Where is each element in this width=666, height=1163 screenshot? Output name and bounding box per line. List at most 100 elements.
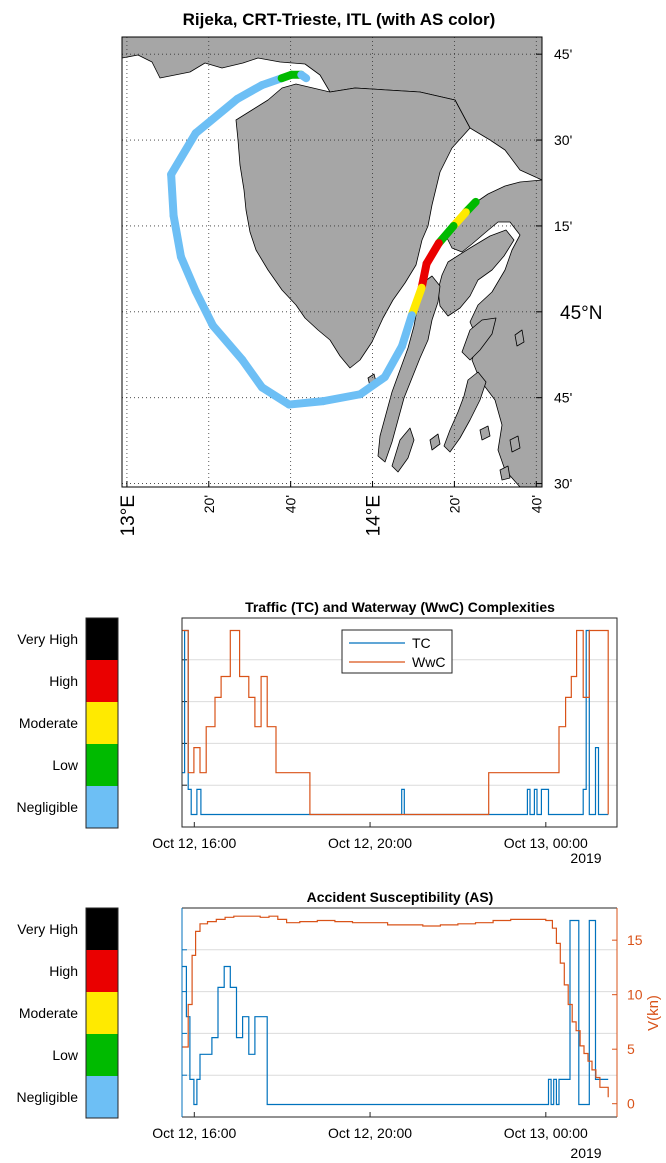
levelbar-bottom-label-3: High <box>49 963 78 979</box>
levelbar-top-swatch-0 <box>86 786 118 828</box>
route-segment <box>285 397 328 409</box>
route-segment <box>398 311 416 351</box>
route-segment <box>380 342 406 382</box>
levelbar-bottom-swatch-4 <box>86 908 118 950</box>
levelbar-top-swatch-1 <box>86 744 118 786</box>
as-rtick-label-1: 5 <box>627 1041 635 1057</box>
route-segment <box>191 287 217 330</box>
complexity-axes-box <box>181 617 618 828</box>
route-segment <box>297 70 311 83</box>
levelbar-bottom-label-0: Negligible <box>17 1089 79 1105</box>
land-losinj <box>391 427 415 473</box>
levelbar-top-swatch-3 <box>86 660 118 702</box>
levelbar-top-frame <box>85 617 119 829</box>
as-rtick-label-2: 10 <box>627 987 643 1003</box>
route-segment <box>238 355 266 392</box>
land-islet-1 <box>429 433 441 451</box>
land-islet-3 <box>509 435 521 453</box>
levelbar-bottom-swatch-0 <box>86 1076 118 1118</box>
as-series-0 <box>182 919 609 1106</box>
as-rtick-label-3: 15 <box>627 932 643 948</box>
map-tick-label-lat-2: 15' <box>554 218 572 234</box>
route-segment <box>169 211 185 261</box>
levelbar-top-label-4: Very High <box>17 631 78 647</box>
levelbar-bottom-swatch-3 <box>86 950 118 992</box>
complexity-xtick-label-1: Oct 12, 20:00 <box>328 835 412 851</box>
map-frame <box>121 36 543 488</box>
complexity-series-0 <box>182 629 609 816</box>
route-segment <box>176 252 200 296</box>
as-series-1 <box>182 915 609 1098</box>
map-tick-label-lon-3: 14°E <box>364 495 385 536</box>
route-segment <box>319 390 365 406</box>
complexity-chart-title: Traffic (TC) and Waterway (WwC) Complexi… <box>245 599 555 615</box>
as-chart-title: Accident Susceptibility (AS) <box>307 889 494 905</box>
levelbar-top-swatch-2 <box>86 702 118 744</box>
levelbar-top-label-2: Moderate <box>19 715 78 731</box>
as-xtick-label-1: Oct 12, 20:00 <box>328 1125 412 1141</box>
levelbar-bottom-frame <box>85 907 119 1119</box>
map-title: Rijeka, CRT-Trieste, ITL (with AS color) <box>183 10 496 29</box>
levelbar-top-label-1: Low <box>52 757 79 773</box>
complexity-gridlines <box>182 659 617 786</box>
map-land <box>121 36 543 488</box>
map-tick-label-lat-3: 45°N <box>560 303 602 324</box>
route-segment <box>356 373 389 399</box>
as-xtick-label-2: Oct 13, 00:00 <box>504 1125 588 1141</box>
map-tick-label-lon-1: 20' <box>201 495 217 513</box>
complexity-xtick-label-0: Oct 12, 16:00 <box>152 835 236 851</box>
levelbar-top-label-0: Negligible <box>17 799 79 815</box>
map-tick-label-lat-5: 30' <box>554 476 572 492</box>
land-rab <box>461 317 497 361</box>
levelbar-bottom-label-4: Very High <box>17 921 78 937</box>
map-ticks: 13°E 20' 40' 14°E 20' 40' 45' 30' 15' 45°N 45' 30' <box>118 46 603 536</box>
levelbar-bottom-label-2: Moderate <box>19 1005 78 1021</box>
route-segment <box>417 259 431 292</box>
map-tick-label-lon-4: 20' <box>446 495 462 513</box>
route-segment <box>167 170 178 220</box>
as-rtick-label-0: 0 <box>627 1096 635 1112</box>
levelbar-bottom-swatch-1 <box>86 1034 118 1076</box>
land-north <box>121 36 543 181</box>
land-islet-4 <box>499 465 511 481</box>
route-segment <box>258 383 294 409</box>
legend-label-wwc: WwC <box>412 654 445 670</box>
levelbar-top-swatch-4 <box>86 618 118 660</box>
map-tick-label-lon-2: 40' <box>283 495 299 513</box>
complexity-series <box>182 629 609 816</box>
as-xtick-label-0: Oct 12, 16:00 <box>152 1125 236 1141</box>
route-segment <box>208 321 247 364</box>
complexity-chart: Traffic (TC) and Waterway (WwC) Complexi… <box>152 599 618 866</box>
land-istria <box>235 83 471 369</box>
route-segment <box>191 94 242 138</box>
map-gridlines <box>122 37 542 487</box>
land-islet-2 <box>479 425 491 441</box>
land-pag <box>443 371 487 453</box>
complexity-series-1 <box>182 629 609 816</box>
as-series <box>182 915 609 1106</box>
map-tick-label-lat-0: 45' <box>554 46 572 62</box>
as-chart: Accident Susceptibility (AS) Oct 12, 16:… <box>152 889 662 1161</box>
route-segment <box>407 283 426 320</box>
map-panel: Rijeka, CRT-Trieste, ITL (with AS color) <box>118 10 603 536</box>
land-cres <box>377 275 441 463</box>
as-x-ticks: Oct 12, 16:00 Oct 12, 20:00 Oct 13, 00:00 <box>152 1112 588 1141</box>
legend-label-tc: TC <box>412 635 431 651</box>
map-tick-label-lat-1: 30' <box>554 132 572 148</box>
route-segment <box>167 129 200 179</box>
route-segment <box>233 81 266 103</box>
map-tick-label-lon-5: 40' <box>528 495 544 513</box>
legend-box <box>341 629 453 674</box>
map-tick-label-lat-4: 45' <box>554 390 572 406</box>
land-islet-6 <box>514 329 525 347</box>
map-tick-label-lon-0: 13°E <box>118 495 139 536</box>
as-gridlines <box>182 949 617 1076</box>
map-route <box>167 70 480 409</box>
as-right-axis-label: V(kn) <box>645 995 662 1031</box>
levelbar-bottom-label-1: Low <box>52 1047 79 1063</box>
complexity-legend: TC WwC <box>341 629 453 674</box>
